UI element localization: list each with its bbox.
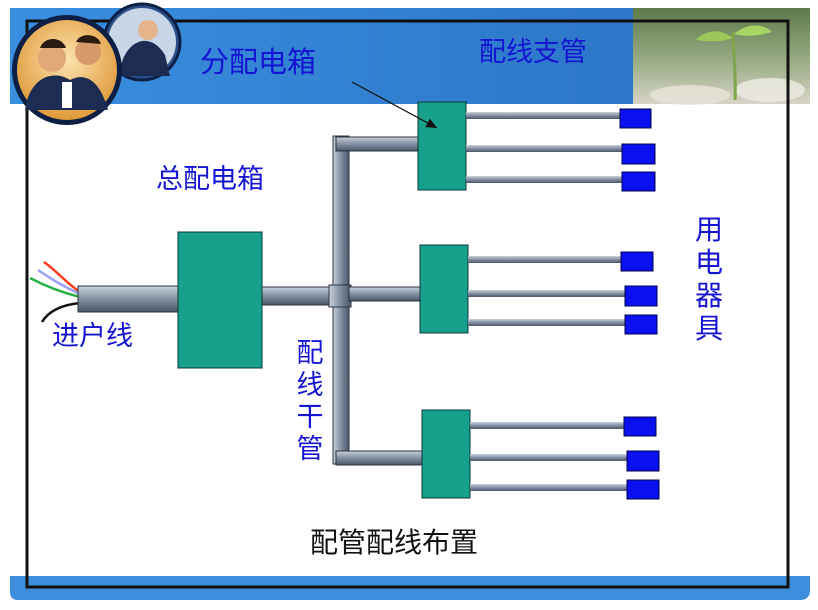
branch-pipe-bottom [335, 450, 425, 466]
main-box-label: 总配电箱 [156, 164, 264, 195]
pointer-arrow [351, 81, 438, 129]
appliance-block [626, 450, 660, 472]
appliance-block [621, 143, 656, 165]
branch-wires-bottom [470, 422, 628, 491]
main-feed-pipe [261, 286, 335, 306]
diagram-caption: 配管配线布置 [310, 526, 479, 559]
appliance-block [619, 108, 652, 129]
appliance-block [624, 314, 658, 335]
slide-frame [25, 19, 790, 589]
header-band [10, 8, 810, 104]
appliance-block [624, 285, 658, 307]
distribution-box-bottom [421, 409, 471, 499]
distribution-box-top [417, 101, 467, 191]
appliance-block [621, 171, 656, 192]
trunk-junction [328, 284, 352, 308]
incoming-conduit [77, 285, 180, 313]
distribution-box-middle [419, 244, 469, 334]
distribution-box-label: 分配电箱 [200, 45, 317, 79]
branch-pipe-middle [348, 286, 424, 302]
branch-pipe-top [335, 136, 421, 152]
incoming-line-label: 进户线 [52, 321, 133, 352]
appliance-block [623, 416, 657, 437]
appliances-label: 用电器具 [694, 213, 723, 346]
branch-pipe-label: 配线支管 [479, 37, 587, 68]
business-people-photo-icon [12, 2, 182, 125]
trunk-pipe-label: 配线干管 [296, 338, 324, 465]
branch-wires-top [466, 112, 624, 183]
branch-wires-middle [468, 256, 626, 326]
appliance-block [626, 479, 660, 500]
main-distribution-box [177, 231, 263, 369]
incoming-wires [29, 260, 81, 323]
appliance-block [620, 251, 654, 272]
